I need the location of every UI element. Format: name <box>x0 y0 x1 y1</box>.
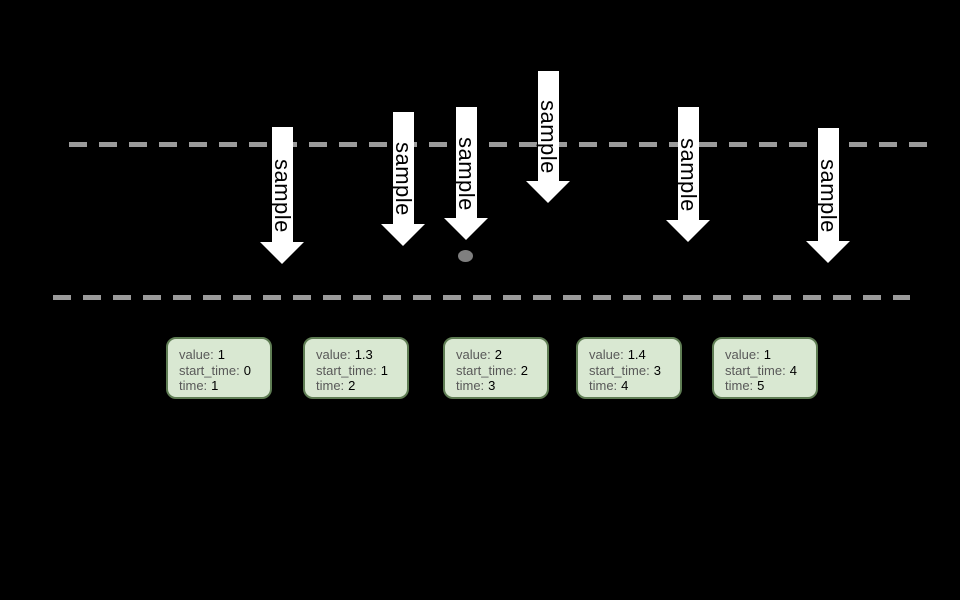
start-time-line: start_time:1 <box>316 363 401 379</box>
value-number: 2 <box>494 347 502 362</box>
time-label: time: <box>589 378 618 393</box>
arrow-down-icon <box>260 242 304 264</box>
start-time-label: start_time: <box>725 362 786 378</box>
sample-arrow-5: sample <box>666 107 710 242</box>
sample-box-5: value:1 start_time:4 time:5 <box>712 337 818 399</box>
value-label: value: <box>316 347 351 362</box>
time-label: time: <box>725 378 754 393</box>
start-time-label: start_time: <box>316 362 377 378</box>
value-label: value: <box>179 347 214 362</box>
start-time-line: start_time:4 <box>725 363 810 379</box>
upper-dashed-timeline <box>69 142 927 147</box>
value-line: value:1 <box>179 347 264 363</box>
sample-arrow-1: sample <box>260 127 304 264</box>
time-line: time:2 <box>316 378 401 394</box>
sample-arrow-label: sample <box>391 142 416 216</box>
time-line: time:1 <box>179 378 264 394</box>
start-time-label: start_time: <box>179 362 240 378</box>
sample-arrow-label: sample <box>816 158 841 233</box>
value-number: 1.4 <box>627 347 646 362</box>
value-line: value:1.4 <box>589 347 674 363</box>
time-number: 3 <box>488 378 496 393</box>
sample-arrow-label: sample <box>270 158 295 233</box>
arrow-shaft <box>817 128 839 242</box>
time-line: time:4 <box>589 378 674 394</box>
start-time-line: start_time:3 <box>589 363 674 379</box>
sample-arrow-3: sample <box>444 107 488 240</box>
value-label: value: <box>589 347 624 362</box>
sample-arrow-6: sample <box>806 128 850 263</box>
arrow-down-icon <box>381 224 425 246</box>
arrow-down-icon <box>666 220 710 242</box>
start-time-number: 0 <box>243 362 251 378</box>
lower-dashed-timeline <box>53 295 910 300</box>
value-line: value:2 <box>456 347 541 363</box>
sample-box-1: value:1 start_time:0 time:1 <box>166 337 272 399</box>
sample-box-4: value:1.4 start_time:3 time:4 <box>576 337 682 399</box>
sample-box-3: value:2 start_time:2 time:3 <box>443 337 549 399</box>
value-line: value:1 <box>725 347 810 363</box>
time-label: time: <box>456 378 485 393</box>
sample-arrow-2: sample <box>381 112 425 246</box>
sample-dot <box>458 250 473 262</box>
sample-arrow-4: sample <box>526 71 570 203</box>
arrow-shaft <box>455 107 477 219</box>
sample-arrow-label: sample <box>454 136 479 211</box>
start-time-line: start_time:0 <box>179 363 264 379</box>
arrow-shaft <box>271 127 293 243</box>
arrow-down-icon <box>806 241 850 263</box>
time-number: 1 <box>211 378 219 393</box>
time-number: 2 <box>348 378 356 393</box>
time-label: time: <box>179 378 208 393</box>
arrow-shaft <box>537 71 559 182</box>
time-number: 5 <box>757 378 765 393</box>
arrow-down-icon <box>444 218 488 240</box>
time-label: time: <box>316 378 345 393</box>
sample-arrow-label: sample <box>676 137 701 212</box>
start-time-number: 3 <box>653 362 661 378</box>
value-number: 1 <box>217 347 225 362</box>
arrow-shaft <box>677 107 699 221</box>
sample-box-2: value:1.3 start_time:1 time:2 <box>303 337 409 399</box>
time-number: 4 <box>621 378 629 393</box>
value-label: value: <box>725 347 760 362</box>
time-line: time:3 <box>456 378 541 394</box>
value-label: value: <box>456 347 491 362</box>
time-line: time:5 <box>725 378 810 394</box>
start-time-label: start_time: <box>589 362 650 378</box>
start-time-line: start_time:2 <box>456 363 541 379</box>
start-time-label: start_time: <box>456 362 517 378</box>
start-time-number: 1 <box>380 362 388 378</box>
sample-arrow-label: sample <box>536 100 561 174</box>
start-time-number: 4 <box>789 362 797 378</box>
start-time-number: 2 <box>520 362 528 378</box>
value-number: 1.3 <box>354 347 373 362</box>
value-number: 1 <box>763 347 771 362</box>
arrow-down-icon <box>526 181 570 203</box>
value-line: value:1.3 <box>316 347 401 363</box>
arrow-shaft <box>392 112 414 225</box>
